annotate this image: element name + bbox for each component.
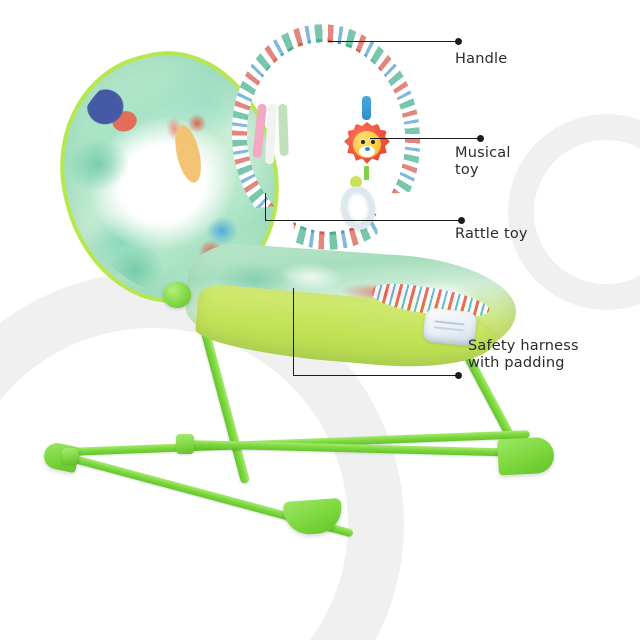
leader-dot-musical-toy (477, 135, 484, 142)
lion-musical-toy (344, 96, 390, 180)
callout-label-handle: Handle (455, 51, 508, 67)
leader-dot-handle (455, 38, 462, 45)
lion-stem (364, 166, 369, 180)
lion-eye-left (361, 140, 365, 145)
recline-pivot-knob (163, 282, 191, 308)
callout-label-rattle-toy: Rattle toy (455, 226, 528, 242)
lion-clip (362, 96, 371, 120)
lion-snout (359, 146, 375, 157)
lion-eye-right (371, 140, 375, 145)
rail-joint-left (62, 448, 78, 464)
leader-dot-rattle-toy (458, 217, 465, 224)
rattle-knob (350, 176, 362, 188)
hanging-strip-green (278, 103, 289, 157)
callout-label-musical-toy: Musical toy (455, 145, 511, 178)
foot-right (497, 436, 555, 476)
leader-dot-safety-harness (455, 372, 462, 379)
lion-nose (364, 146, 370, 151)
rail-joint-mid (176, 434, 194, 454)
callout-label-safety-harness: Safety harness with padding (468, 338, 579, 371)
